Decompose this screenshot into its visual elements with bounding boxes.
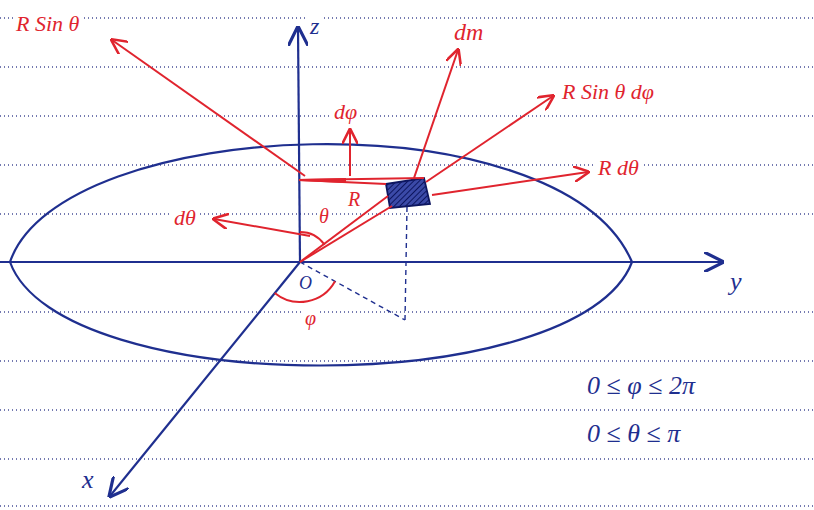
base-ellipse [10, 262, 632, 366]
range-note: 0 ≤ θ ≤ π [585, 420, 682, 447]
radius-line [300, 196, 388, 262]
dphi-wedge [299, 179, 345, 182]
leader-line [112, 40, 305, 176]
angle-label: θ [317, 206, 331, 227]
projection-line [405, 207, 407, 320]
leader-line [414, 50, 458, 178]
angle-label: dθ [172, 206, 198, 229]
radius-label: R [346, 189, 362, 210]
angle-label: dφ [332, 100, 359, 123]
leader-line [432, 172, 588, 195]
radius-line [300, 206, 392, 262]
angle-label: φ [303, 308, 318, 329]
leader-line [426, 96, 553, 182]
y-axis [0, 261, 722, 263]
axis-label: z [308, 14, 321, 39]
x-axis [110, 262, 300, 496]
ring-radius-line [299, 180, 386, 184]
origin-label: O [297, 274, 314, 293]
z-axis [298, 28, 300, 262]
quantity-label: R Sin θ [14, 12, 81, 35]
leader-line [214, 219, 310, 236]
notebook-lines [0, 18, 814, 506]
dome-outline [10, 144, 632, 262]
axis-label: y [728, 268, 744, 295]
leader-line [349, 130, 351, 176]
quantity-label: R dθ [596, 156, 641, 179]
range-note: 0 ≤ φ ≤ 2π [585, 372, 697, 399]
axis-label: x [80, 466, 96, 493]
quantity-label: R Sin θ dφ [560, 80, 656, 103]
quantity-label: dm [452, 20, 485, 45]
mass-element [386, 178, 430, 208]
